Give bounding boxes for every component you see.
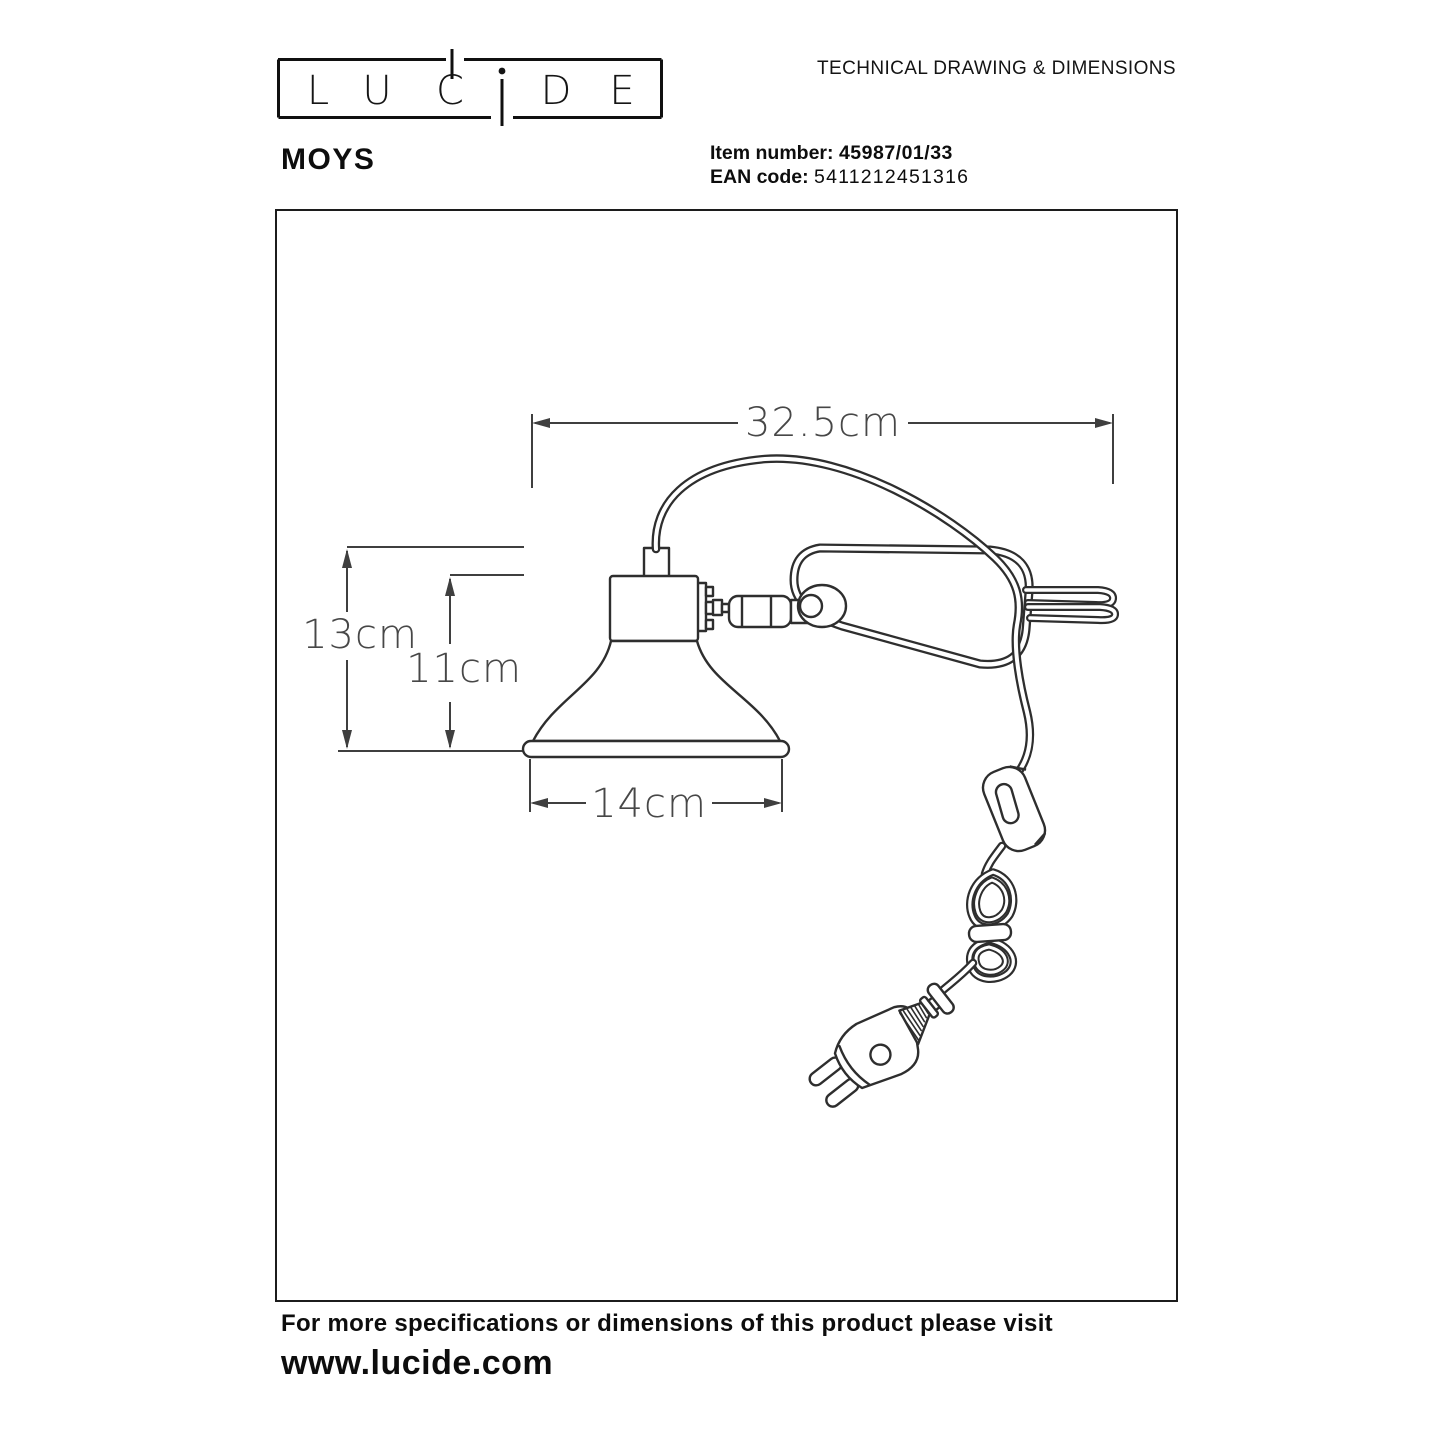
power-cord <box>651 454 1035 779</box>
dim-height-total: 13cm <box>302 546 528 752</box>
joint-ball <box>798 593 824 619</box>
logo-letter-e: E <box>609 68 634 114</box>
lucide-logo: L U C i D E <box>277 49 663 126</box>
logo-letter-u: U <box>362 68 391 114</box>
website-url: www.lucide.com <box>281 1344 554 1382</box>
plug-hole <box>869 1043 892 1066</box>
ean-value: 5411212451316 <box>814 166 970 188</box>
lamp-shade <box>521 639 791 759</box>
cord-coil <box>938 868 1018 995</box>
dim-height-shade-label: 11cm <box>406 646 522 692</box>
shade-rim <box>521 739 791 759</box>
dim-width-total-label: 32.5cm <box>745 400 901 446</box>
clamp-frame <box>789 543 1034 669</box>
power-plug <box>808 982 955 1108</box>
logo-letter-d: D <box>541 68 572 114</box>
clamp-prongs <box>1022 586 1120 625</box>
dim-height-total-label: 13cm <box>302 612 418 658</box>
dim-diameter-shade: 14cm <box>529 759 783 827</box>
coil-wrap-band <box>967 922 1013 944</box>
lamp-head <box>608 546 700 643</box>
document-type-title: TECHNICAL DRAWING & DIMENSIONS <box>817 58 1176 79</box>
item-number-value: 45987/01/33 <box>838 142 953 164</box>
inline-switch <box>981 765 1047 853</box>
product-name: MOYS <box>281 143 376 176</box>
item-number-label: Item number: <box>710 142 834 164</box>
shade-bell <box>531 639 782 743</box>
logo-letter-c: C <box>436 68 464 114</box>
logo-frame <box>277 49 663 126</box>
technical-drawing: 32.5cm 13cm 11cm 14cm <box>302 400 1120 1108</box>
head-box <box>608 574 700 643</box>
switch-rocker <box>994 782 1020 825</box>
dim-height-shade: 11cm <box>406 574 524 749</box>
dimension-annotations: 32.5cm 13cm 11cm 14cm <box>302 400 1114 827</box>
ean-label: EAN code: <box>710 166 809 188</box>
footer: For more specifications or dimensions of… <box>281 1310 1053 1383</box>
logo-i-dot <box>498 67 506 75</box>
dim-width-total: 32.5cm <box>531 400 1114 488</box>
product-codes: Item number: 45987/01/33 EAN code: 54112… <box>710 141 969 189</box>
footer-note: For more specifications or dimensions of… <box>281 1310 1053 1337</box>
logo-letter-l: L <box>307 68 329 114</box>
cord-collar <box>926 982 955 1015</box>
dim-diameter-shade-label: 14cm <box>591 781 707 827</box>
hinge-arm <box>695 581 848 633</box>
